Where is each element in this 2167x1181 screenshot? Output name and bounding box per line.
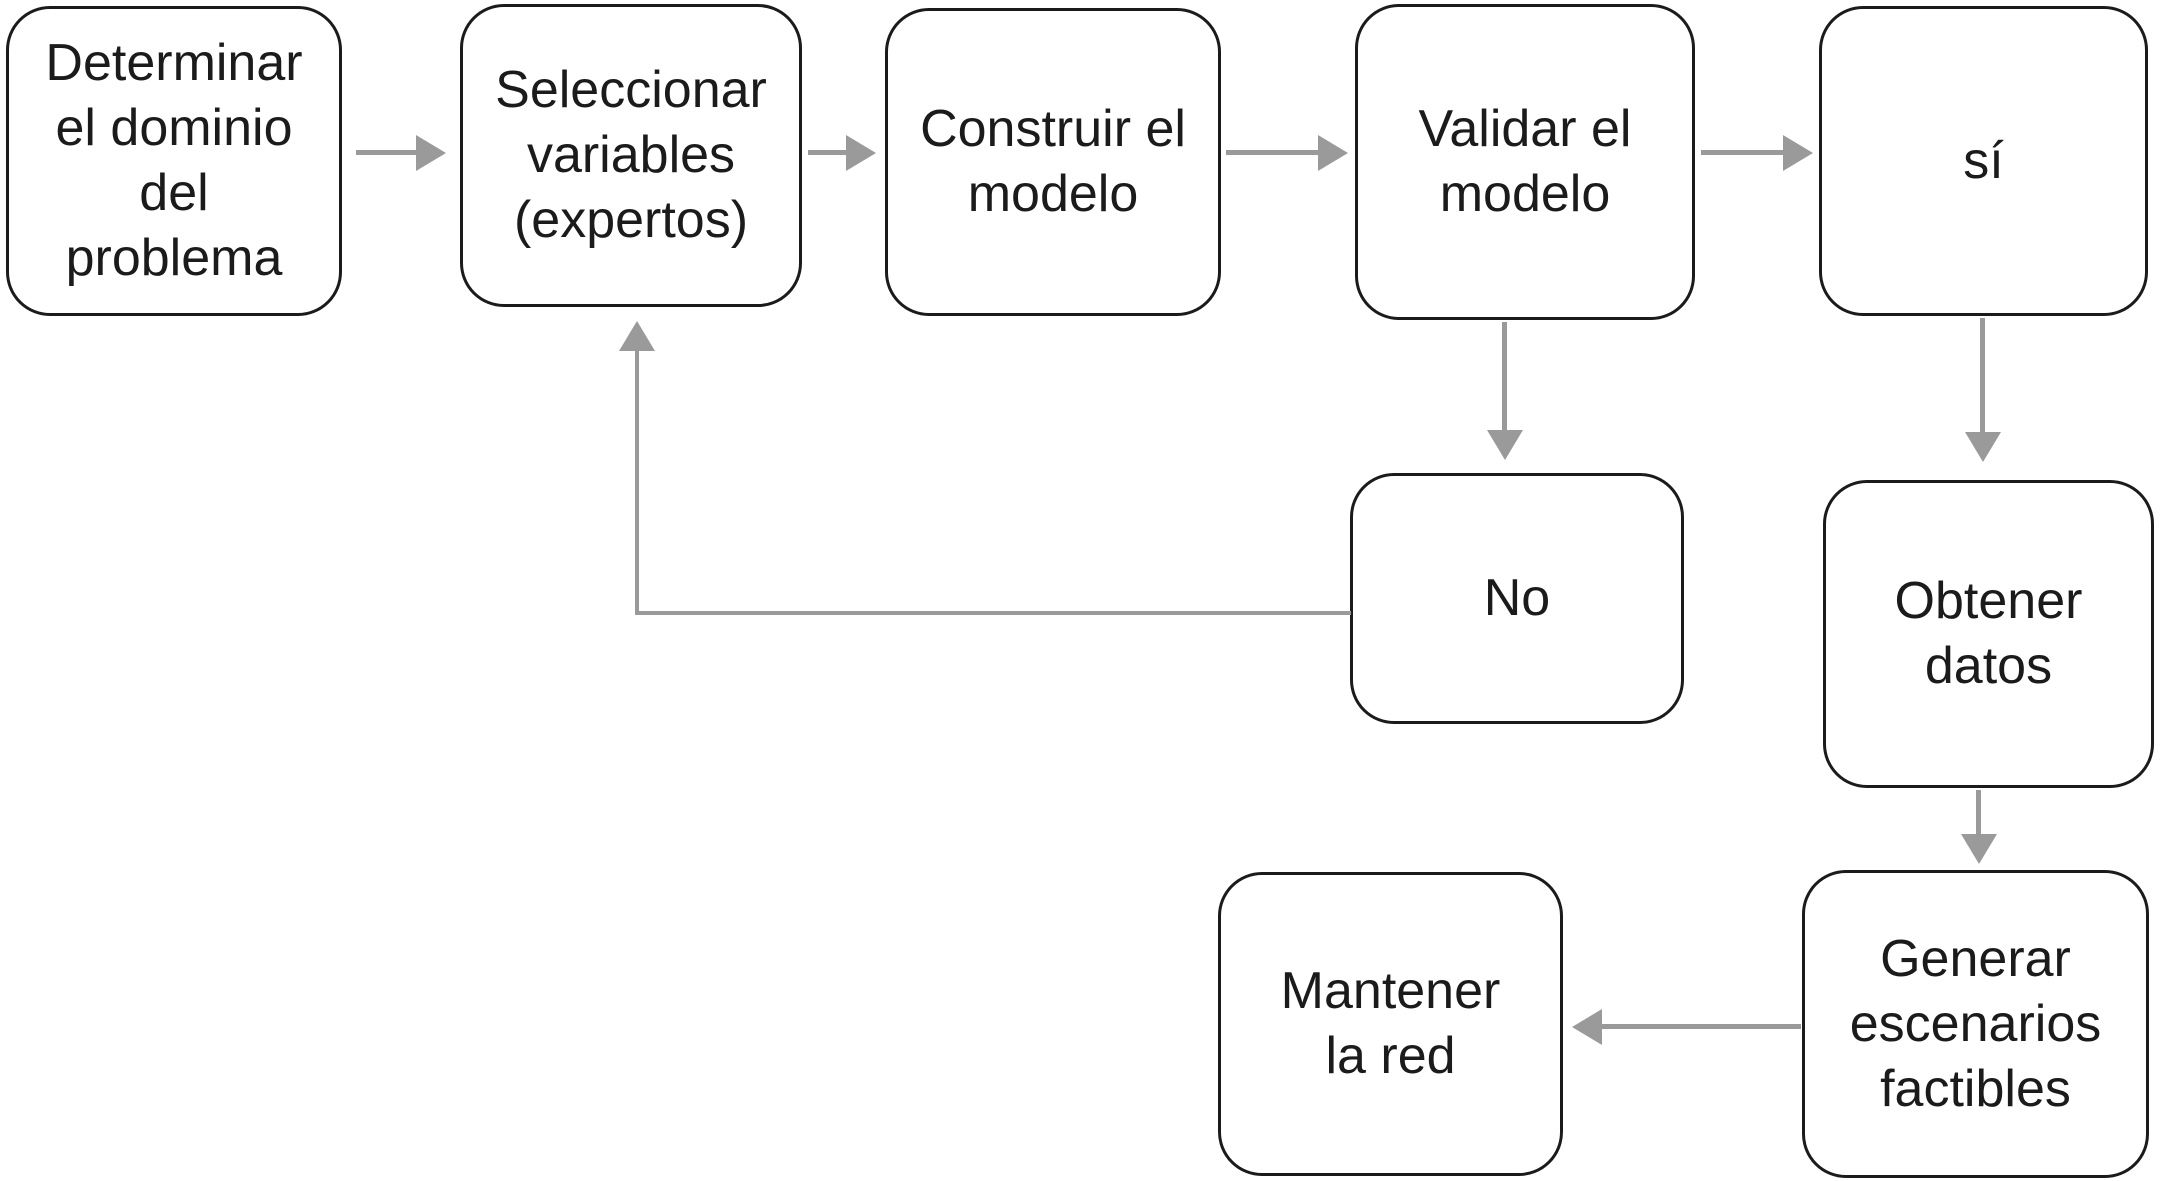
arrow-shaft [1226, 150, 1318, 155]
node-obtener-datos: Obtener datos [1823, 480, 2154, 788]
arrowhead-up-icon [619, 321, 655, 351]
node-construir-modelo: Construir el modelo [885, 8, 1221, 316]
arrowhead-right-icon [1318, 135, 1348, 171]
arrow-shaft [1602, 1024, 1801, 1029]
node-determinar-dominio: Determinar el dominio del problema [6, 6, 342, 316]
arrow-elbow-vertical [635, 350, 639, 615]
node-si: sí [1819, 6, 2148, 316]
arrowhead-down-icon [1487, 430, 1523, 460]
arrow-shaft [1701, 150, 1783, 155]
arrowhead-left-icon [1572, 1009, 1602, 1045]
arrowhead-right-icon [846, 135, 876, 171]
arrow-shaft [808, 150, 846, 155]
arrowhead-down-icon [1965, 432, 2001, 462]
node-validar-modelo: Validar el modelo [1355, 4, 1695, 320]
node-mantener-red: Mantener la red [1218, 872, 1563, 1176]
arrow-shaft [356, 150, 416, 155]
node-seleccionar-variables: Seleccionar variables (expertos) [460, 4, 802, 307]
node-no: No [1350, 473, 1684, 724]
arrowhead-right-icon [416, 135, 446, 171]
arrow-shaft [1502, 322, 1507, 430]
arrow-shaft [1980, 318, 1985, 432]
arrowhead-down-icon [1961, 834, 1997, 864]
arrow-shaft [1976, 790, 1981, 834]
node-generar-escenarios: Generar escenarios factibles [1802, 870, 2149, 1178]
arrowhead-right-icon [1783, 135, 1813, 171]
arrow-elbow-horizontal [635, 611, 1351, 615]
